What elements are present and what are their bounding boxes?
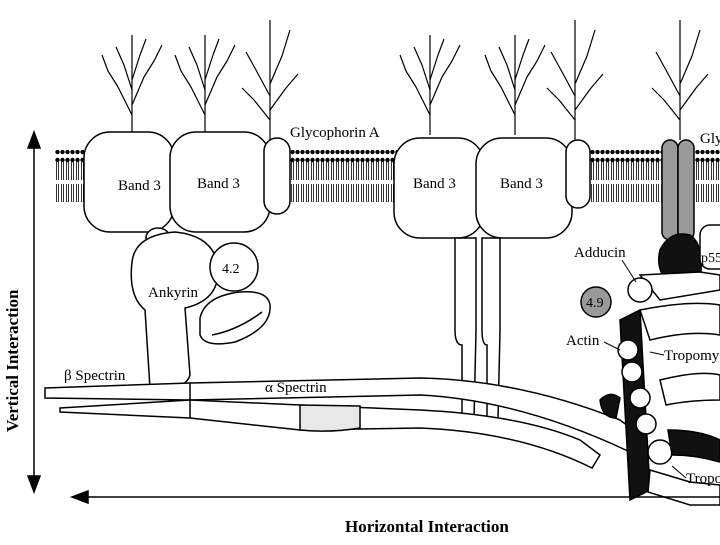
tropomyosin-label: Tropomy [664, 348, 720, 364]
junctional-complex [580, 139, 720, 506]
tropomodulin-label: Tropo [686, 471, 720, 487]
band3-dimer-left [83, 131, 291, 233]
band3-label-4: Band 3 [500, 176, 543, 192]
p55-label: p55 [701, 251, 720, 266]
vertical-interaction-label: Vertical Interaction [3, 289, 22, 432]
glycophorin-a-label: Glycophorin A [290, 125, 380, 141]
beta-spectrin-label: β Spectrin [64, 368, 126, 384]
band3-label-3: Band 3 [413, 176, 456, 192]
horizontal-arrow [69, 489, 720, 505]
spectrin-strands [44, 377, 641, 469]
vertical-arrow [26, 129, 42, 495]
actin-pointer [603, 341, 621, 351]
ankyrin-label: Ankyrin [148, 285, 198, 301]
glycophorin-cut-label: Gly [700, 131, 720, 147]
actin-label: Actin [566, 333, 600, 349]
glycan-chains [101, 20, 709, 140]
horizontal-interaction-label: Horizontal Interaction [345, 517, 509, 536]
adducin-label: Adducin [574, 245, 626, 261]
protein-42-label: 4.2 [222, 262, 240, 277]
band3-dimer-right [393, 137, 591, 424]
alpha-spectrin-label: α Spectrin [265, 380, 327, 396]
ankyrin-complex [130, 227, 271, 390]
tropomodulin-pointer [671, 465, 687, 479]
band3-label-2: Band 3 [197, 176, 240, 192]
tropomyosin-pointer [649, 351, 665, 356]
adducin-pointer [621, 259, 637, 283]
band3-label-1: Band 3 [118, 178, 161, 194]
protein-49-label: 4.9 [586, 296, 604, 311]
